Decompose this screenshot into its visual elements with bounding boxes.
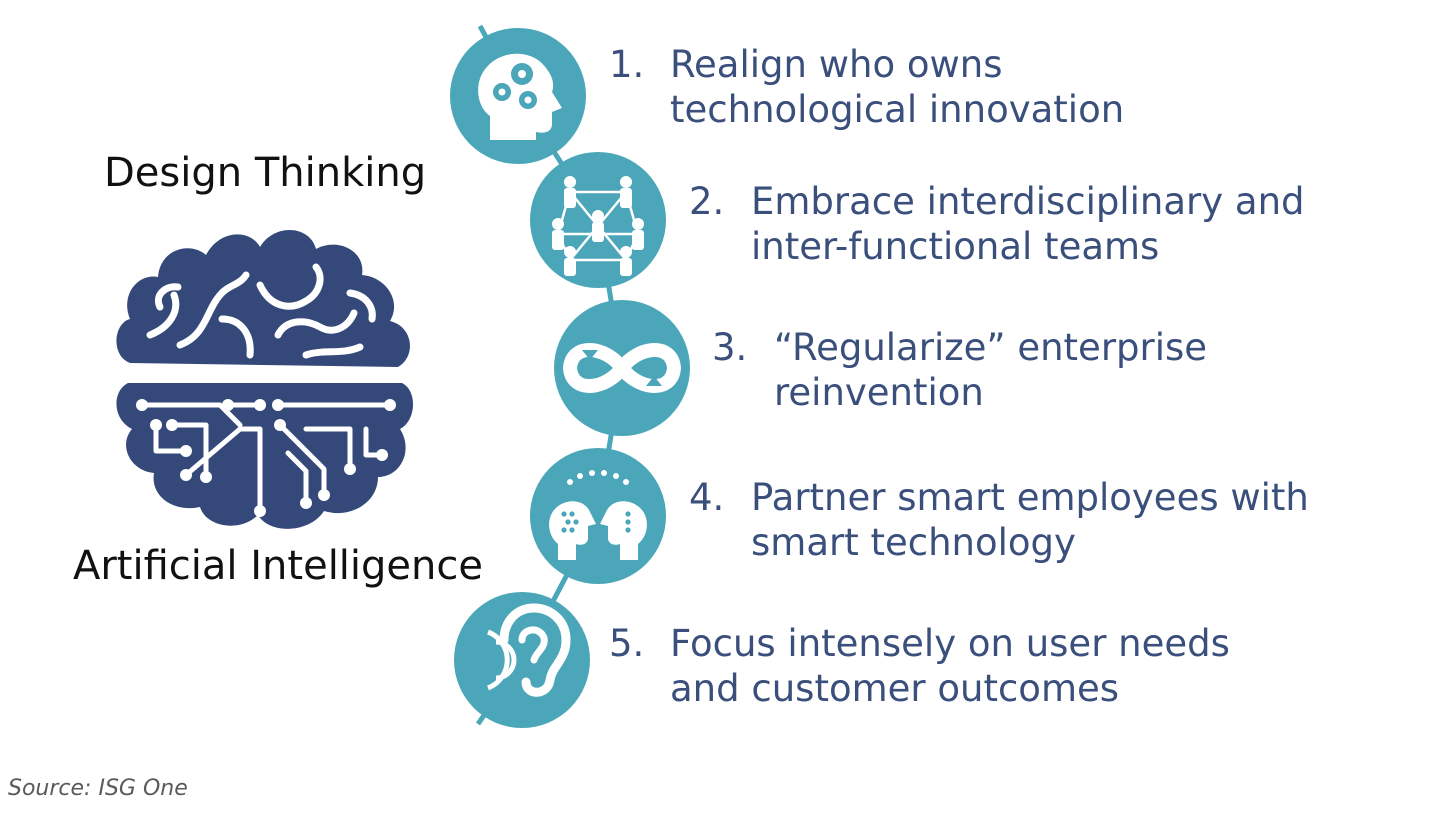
source-caption: Source: ISG One — [8, 776, 188, 801]
step-3-number: 3. — [712, 326, 748, 369]
two-heads-icon — [530, 448, 666, 584]
step-1-text: Realign who owns technological innovatio… — [670, 42, 1124, 132]
step-2-line1: Embrace interdisciplinary and — [751, 180, 1305, 223]
step-4-line2: smart technology — [751, 521, 1076, 564]
artificial-intelligence-label: Artificial Intelligence — [73, 543, 483, 589]
ear-sound-icon — [454, 592, 590, 728]
step-3-line1: “Regularize” enterprise — [774, 326, 1208, 369]
step-2-line2: inter-functional teams — [751, 225, 1160, 268]
step-5-text: Focus intensely on user needs and custom… — [670, 621, 1230, 711]
step-1-number: 1. — [609, 43, 645, 86]
step-icon-chain — [450, 24, 690, 728]
step-1-line1: Realign who owns — [670, 43, 1003, 86]
step-2-text: Embrace interdisciplinary and inter-func… — [751, 179, 1305, 269]
brain-icon — [116, 229, 414, 529]
design-thinking-label: Design Thinking — [104, 150, 427, 196]
step-4-text: Partner smart employees with smart techn… — [751, 475, 1309, 565]
step-5-line2: and customer outcomes — [670, 667, 1120, 710]
step-5-number: 5. — [609, 622, 645, 665]
step-4-number: 4. — [689, 476, 725, 519]
step-1-line2: technological innovation — [670, 88, 1125, 131]
infinity-loop-icon — [554, 300, 690, 436]
step-3-line2: reinvention — [774, 371, 984, 414]
head-gears-icon — [450, 28, 586, 164]
network-people-icon — [530, 152, 666, 288]
step-5-line1: Focus intensely on user needs — [670, 622, 1230, 665]
step-2-number: 2. — [689, 180, 725, 223]
step-3-text: “Regularize” enterprise reinvention — [774, 325, 1207, 415]
step-4-line1: Partner smart employees with — [751, 476, 1309, 519]
